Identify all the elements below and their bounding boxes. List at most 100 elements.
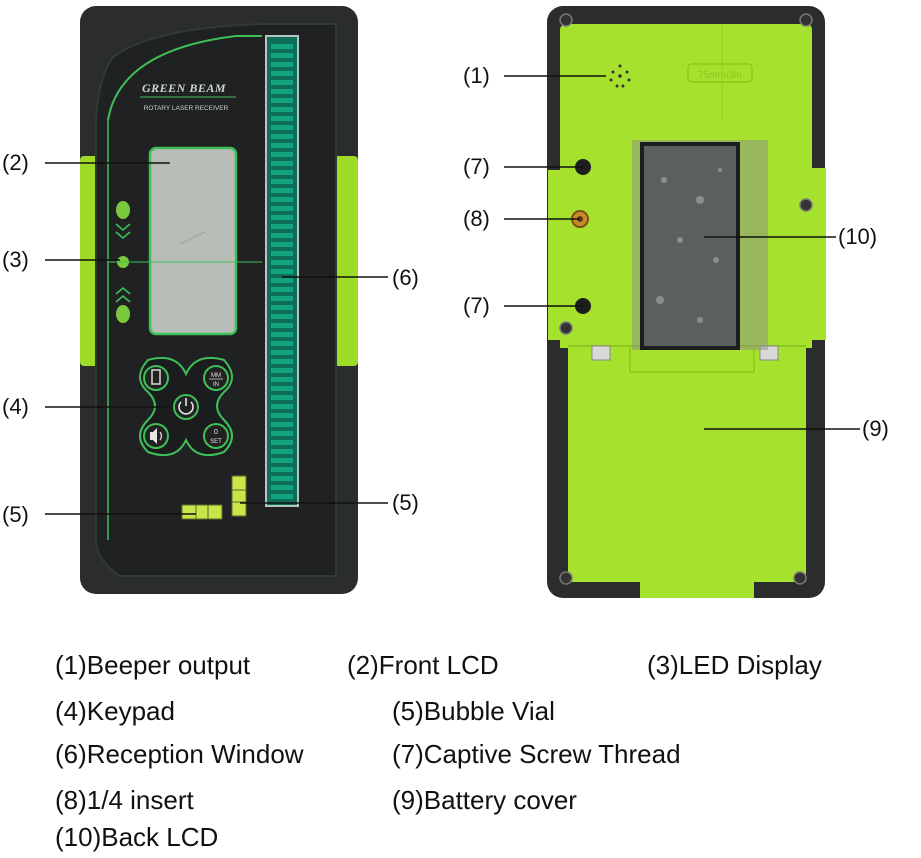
in-key-label: IN xyxy=(213,382,219,388)
callout-7-bottom: (7) xyxy=(463,293,490,318)
legend-item-back-lcd: (10)Back LCD xyxy=(55,822,219,852)
reception-segment xyxy=(271,350,293,355)
led-indicators xyxy=(108,201,262,323)
reception-segment xyxy=(271,278,293,283)
reception-segment xyxy=(271,386,293,391)
front-lcd xyxy=(148,146,238,336)
reception-segment xyxy=(271,251,293,256)
reception-segment xyxy=(271,368,293,373)
callout-5-right: (5) xyxy=(392,490,419,515)
callout-2: (2) xyxy=(2,150,29,175)
reception-segment xyxy=(271,494,293,499)
reception-segment xyxy=(271,359,293,364)
reception-window-segments xyxy=(271,44,293,499)
legend-item-battery-cover: (9)Battery cover xyxy=(392,785,577,815)
reception-segment xyxy=(271,179,293,184)
reception-segment xyxy=(271,332,293,337)
callout-8: (8) xyxy=(463,206,490,231)
set-key-label: SET xyxy=(210,439,222,445)
zero-key-label: 0 xyxy=(214,429,218,436)
reception-segment xyxy=(271,449,293,454)
bubble-vial-vertical xyxy=(231,475,247,517)
reception-segment xyxy=(271,80,293,85)
legend-item-beeper-output: (1)Beeper output xyxy=(55,650,251,680)
reception-segment xyxy=(271,287,293,292)
reception-segment xyxy=(271,44,293,49)
reception-segment xyxy=(271,170,293,175)
receiver-front: GREEN BEAM ROTARY LASER RECEIVER xyxy=(45,6,388,594)
mm-key-label: MM xyxy=(211,373,221,379)
back-lcd xyxy=(640,142,740,350)
reception-segment xyxy=(271,431,293,436)
reception-segment xyxy=(271,116,293,121)
reception-segment xyxy=(271,71,293,76)
reception-segment xyxy=(271,314,293,319)
mm-in-button[interactable]: MM IN xyxy=(203,365,229,391)
battery-cover-shape xyxy=(568,346,806,598)
reception-segment xyxy=(271,269,293,274)
legend-item-keypad: (4)Keypad xyxy=(55,696,175,726)
beeper-holes xyxy=(609,64,631,88)
legend-item-captive-screw-thread: (7)Captive Screw Thread xyxy=(392,739,681,769)
bubble-vial-horizontal xyxy=(181,504,223,520)
reception-segment xyxy=(271,242,293,247)
callout-3: (3) xyxy=(2,247,29,272)
reception-segment xyxy=(271,161,293,166)
reception-segment xyxy=(271,440,293,445)
reception-segment xyxy=(271,341,293,346)
reception-segment xyxy=(271,98,293,103)
reception-segment xyxy=(271,224,293,229)
power-button[interactable] xyxy=(173,394,199,420)
reception-segment xyxy=(271,143,293,148)
reception-segment xyxy=(271,152,293,157)
reception-segment xyxy=(271,134,293,139)
reception-segment xyxy=(271,260,293,265)
legend-item-bubble-vial: (5)Bubble Vial xyxy=(392,696,555,726)
brand-logo: GREEN BEAM xyxy=(142,81,226,95)
device-diagram: GREEN BEAM ROTARY LASER RECEIVER xyxy=(45,6,860,598)
callout-6: (6) xyxy=(392,265,419,290)
back-lcd-speckles xyxy=(656,168,722,323)
reception-segment xyxy=(271,323,293,328)
reception-segment xyxy=(271,458,293,463)
reception-segment xyxy=(271,107,293,112)
corner-screws xyxy=(559,13,813,585)
reception-segment xyxy=(271,485,293,490)
callout-4: (4) xyxy=(2,394,29,419)
reception-segment xyxy=(271,53,293,58)
zero-set-button[interactable]: 0 SET xyxy=(203,423,229,449)
reception-segment xyxy=(271,422,293,427)
reception-segment xyxy=(271,233,293,238)
reception-segment xyxy=(271,125,293,130)
reception-segment xyxy=(271,206,293,211)
legend-item-quarter-insert: (8)1/4 insert xyxy=(55,785,194,815)
legend-item-reception-window: (6)Reception Window xyxy=(55,739,304,769)
reception-segment xyxy=(271,467,293,472)
reception-segment xyxy=(271,377,293,382)
right-bumper xyxy=(334,156,358,366)
reception-segment xyxy=(271,188,293,193)
callout-1: (1) xyxy=(463,63,490,88)
reception-segment xyxy=(271,305,293,310)
size-stamp: 75mm/3in xyxy=(698,70,742,81)
reception-segment xyxy=(271,404,293,409)
reception-segment xyxy=(271,197,293,202)
brand-subtitle: ROTARY LASER RECEIVER xyxy=(144,105,229,112)
legend-item-led-display: (3)LED Display xyxy=(647,650,822,680)
reception-segment xyxy=(271,395,293,400)
reception-segment xyxy=(271,413,293,418)
mode-button[interactable] xyxy=(143,365,169,391)
receiver-back: 75mm/3in xyxy=(504,6,860,598)
callout-7-top: (7) xyxy=(463,154,490,179)
reception-segment xyxy=(271,215,293,220)
reception-segment xyxy=(271,476,293,481)
reception-segment xyxy=(271,296,293,301)
reception-segment xyxy=(271,89,293,94)
keypad: MM IN 0 SET xyxy=(139,356,233,456)
callout-9: (9) xyxy=(862,416,889,441)
volume-button[interactable] xyxy=(143,423,169,449)
callout-5-left: (5) xyxy=(2,502,29,527)
reception-segment xyxy=(271,62,293,67)
legend-item-front-lcd: (2)Front LCD xyxy=(347,650,499,680)
callout-10: (10) xyxy=(838,224,878,249)
